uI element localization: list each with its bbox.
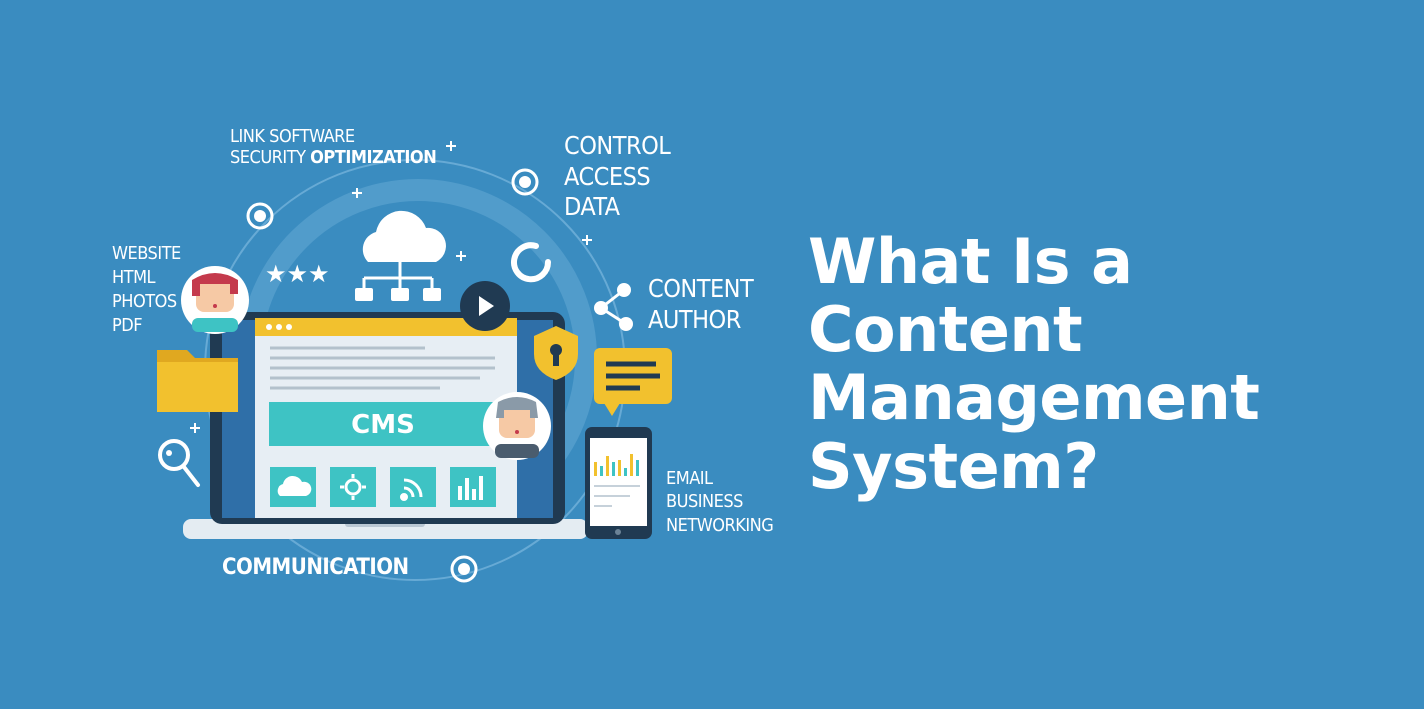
link-software-line2-prefix: SECURITY [230,146,306,168]
search-icon [158,439,200,487]
laptop [183,312,588,539]
title-line-3: System? [808,429,1099,503]
folder-icon [157,350,238,412]
title-line-2: Management [808,361,1260,435]
content-line: CONTENT [648,274,754,303]
data-line: DATA [564,192,620,221]
cloud-icon [277,475,312,496]
user-avatar-icon [181,266,249,334]
access-line: ACCESS [564,161,651,191]
user-avatar-icon [483,392,551,460]
rating-stars-icon: ★★★ [265,260,330,288]
title-line-1: What Is a Content [808,225,1133,367]
smartphone-icon [585,427,652,539]
business-line: BUSINESS [666,491,743,513]
shield-lock-icon [534,326,578,380]
cms-label: CMS [351,410,415,440]
html-line: HTML [112,266,156,288]
play-icon [460,281,510,331]
website-line: WEBSITE [112,243,181,264]
author-line: AUTHOR [648,304,741,334]
refresh-icon [511,242,552,283]
networking-line: NETWORKING [666,514,774,536]
link-software-line2-bold: OPTIMIZATION [310,146,437,168]
email-business-label: EMAIL BUSINESS NETWORKING [666,467,774,537]
link-software-line2: SECURITY OPTIMIZATION [230,146,437,169]
sparkle-icon [190,141,592,433]
email-line: EMAIL [666,468,713,489]
pdf-line: PDF [112,314,143,336]
gear-icon [340,474,366,500]
communication-label: COMMUNICATION [222,555,409,580]
chat-bubble-icon [594,348,672,416]
control-line: CONTROL [564,131,671,160]
rss-icon [400,478,423,501]
orbit-dot-icon [246,168,539,583]
content-author-label: CONTENT AUTHOR [648,274,754,335]
link-software-label: LINK SOFTWARE SECURITY OPTIMIZATION [230,126,437,169]
control-access-label: CONTROL ACCESS DATA [564,131,671,223]
cloud-network-icon [355,210,446,301]
photos-line: PHOTOS [112,290,177,312]
share-icon [594,283,633,331]
link-software-line1: LINK SOFTWARE [230,126,355,147]
page-title: What Is a Content Management System? [808,225,1408,503]
bar-chart-icon [458,476,483,500]
website-list-label: WEBSITE HTML PHOTOS PDF [112,242,181,338]
cms-banner-bar [269,402,497,446]
